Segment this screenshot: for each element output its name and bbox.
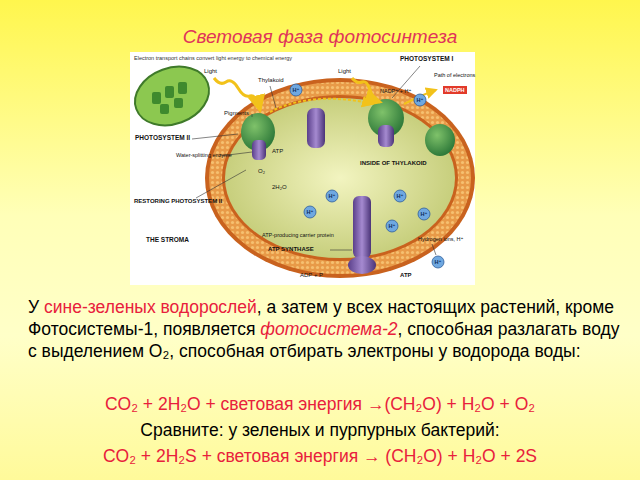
ion-label: H⁺ <box>293 87 300 93</box>
picture-ground <box>130 52 475 285</box>
part-label: ATP <box>272 148 283 155</box>
part-label: O₂ <box>258 168 265 175</box>
formula-line: CO₂ + 2H₂S + световая энергия → (CH₂O) +… <box>0 446 640 467</box>
part-label: NADPH <box>443 86 467 94</box>
ion-label: H⁺ <box>397 193 404 199</box>
part-label: Path of electrons <box>434 72 475 78</box>
ion-label: H⁺ <box>417 97 424 103</box>
leader-line <box>192 66 436 255</box>
part-label: INSIDE OF THYLAKOID <box>360 160 427 167</box>
light-ray <box>352 78 380 102</box>
body-text: У <box>28 297 44 317</box>
cytochrome <box>307 108 325 148</box>
part-label: Pigments <box>224 110 249 117</box>
atp-synthase <box>348 196 376 274</box>
part-label: Hydrogen ions, H⁺ <box>418 236 463 242</box>
part-label: Thylakoid <box>258 77 284 84</box>
body-text: сине-зеленых водорослей <box>44 297 257 317</box>
formula-line: Сравните: у зеленых и пурпурных бактерий… <box>0 420 640 441</box>
membrane-outer <box>205 78 475 278</box>
thylakoid-lumen <box>225 98 455 258</box>
electron-path <box>270 99 372 112</box>
part-label: ATP-producing carrier protein <box>262 232 334 238</box>
part-label: 2H₂O <box>272 184 287 191</box>
part-label: ATP <box>400 272 412 279</box>
ion-label: H⁺ <box>307 209 314 215</box>
ion-label: H⁺ <box>329 193 336 199</box>
ion-label: H⁺ <box>435 259 442 265</box>
part-label: NADP⁺ + H⁺ <box>380 88 411 94</box>
part-label: THE STROMA <box>146 236 189 243</box>
body-paragraph: У сине-зеленых водорослей, а затем у все… <box>28 296 624 363</box>
part-label: RESTORING PHOTOSYSTEM II <box>134 198 222 205</box>
part-label: Light <box>338 68 351 75</box>
part-label: PHOTOSYSTEM II <box>135 134 190 141</box>
part-label: Water-splitting enzyme <box>176 152 232 158</box>
part-label: Electron transport chains convert light … <box>134 55 292 61</box>
ion-label: H⁺ <box>389 223 396 229</box>
ion-label: H⁺ <box>421 211 428 217</box>
part-label: Light <box>204 68 217 75</box>
part-label: ATP SYNTHASE <box>268 246 314 253</box>
formula-line: CO₂ + 2H₂O + световая энергия →(CH₂O) + … <box>0 394 640 415</box>
light-ray <box>214 78 260 110</box>
part-label: ADP + P <box>300 272 323 279</box>
photosystem-one <box>368 99 404 147</box>
body-text: фотосистема-2 <box>260 319 397 339</box>
part-label: PHOTOSYSTEM I <box>400 55 453 62</box>
protein <box>425 124 455 156</box>
slide-title: Световая фаза фотосинтеза <box>0 26 640 48</box>
membrane <box>209 82 471 274</box>
chloroplast <box>127 57 218 136</box>
